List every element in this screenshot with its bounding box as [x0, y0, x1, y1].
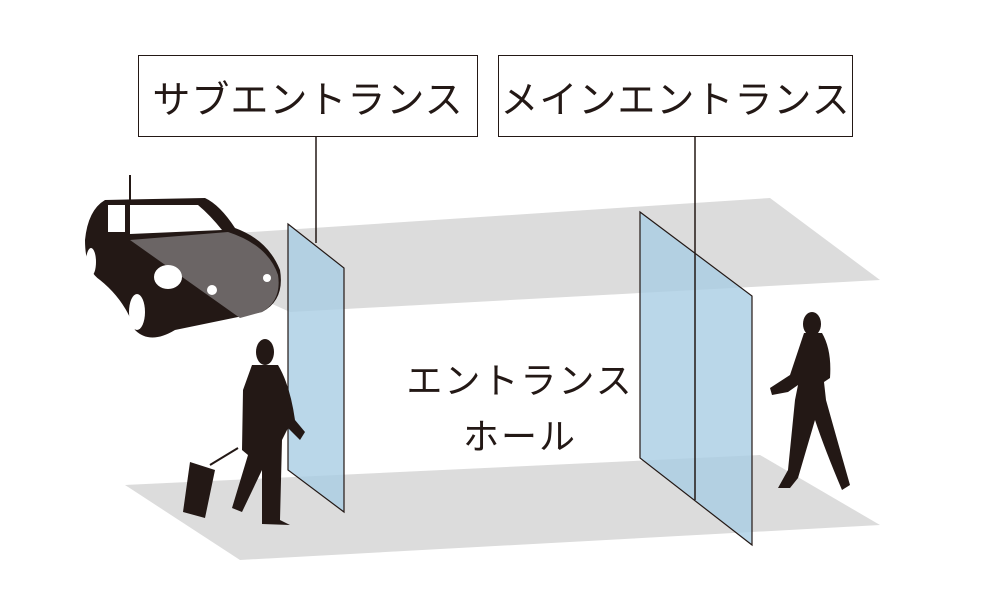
man-with-suitcase-silhouette: [183, 339, 305, 525]
main-entrance-glass-door: [639, 210, 753, 547]
main-entrance-label: メインエントランス: [498, 55, 853, 137]
entrance-hall-label-line2: ホール: [462, 417, 577, 458]
sub-entrance-glass-door: [287, 222, 345, 514]
entrance-hall-label-line1: エントランス: [406, 361, 634, 402]
car-silhouette: [85, 175, 281, 338]
sub-entrance-label: サブエントランス: [138, 55, 478, 137]
woman-silhouette: [770, 312, 850, 490]
